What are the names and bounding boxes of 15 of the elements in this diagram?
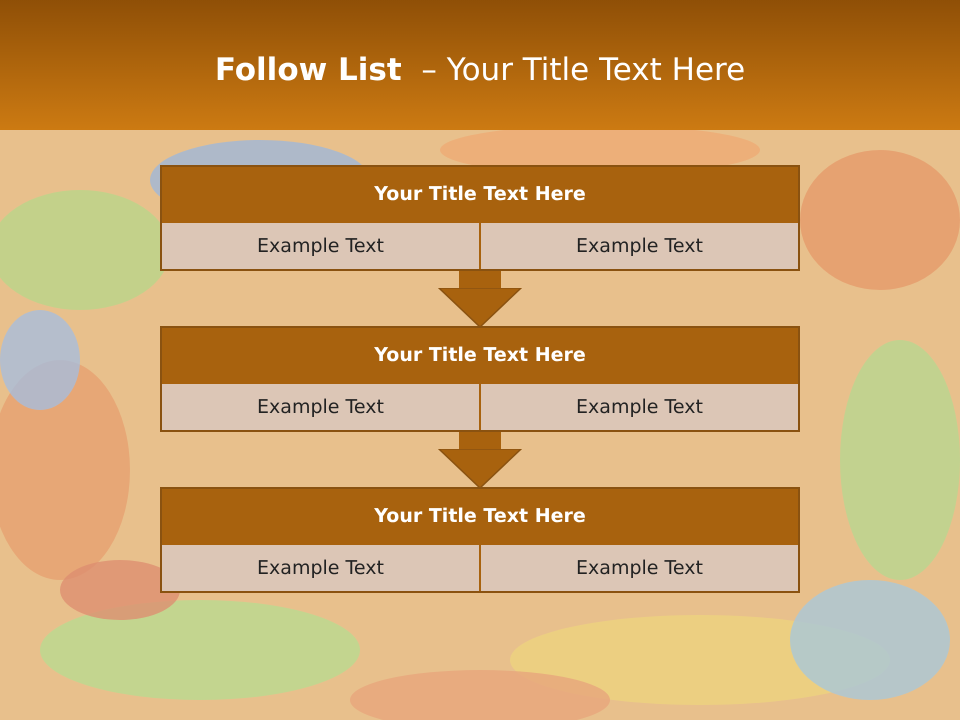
text-cell: Example Text <box>481 545 798 591</box>
list-panel <box>160 487 800 593</box>
text-cell: Example Text <box>162 384 479 430</box>
list-panel <box>160 165 800 271</box>
block-arrow <box>438 432 522 489</box>
text-cell: Example Text <box>481 384 798 430</box>
panel-title: Your Title Text Here <box>373 182 587 207</box>
panel-title: Your Title Text Here <box>373 343 587 368</box>
text-cell: Example Text <box>162 545 479 591</box>
panel-title: Your Title Text Here <box>373 504 587 529</box>
slide-title: Follow List – Your Title Text Here <box>214 52 746 88</box>
block-arrow <box>438 271 522 328</box>
text-cell: Example Text <box>481 223 798 269</box>
text-cell: Example Text <box>162 223 479 269</box>
list-panel <box>160 326 800 432</box>
